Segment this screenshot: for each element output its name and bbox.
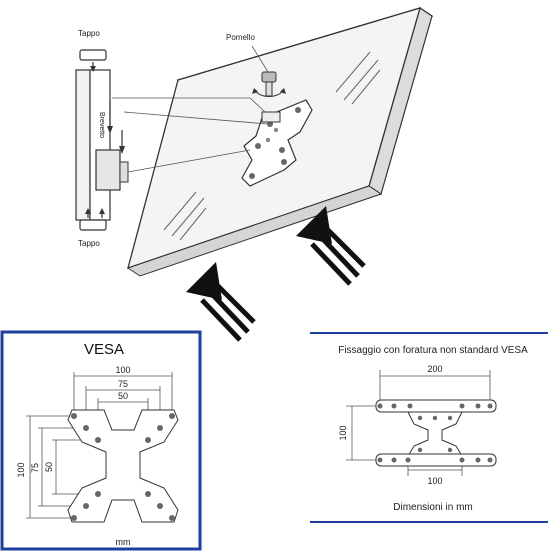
vesa-dim-100-h: 100	[115, 365, 130, 375]
knob	[251, 45, 286, 97]
cap-top-label: Tappo	[78, 29, 100, 38]
nonstandard-panel: Fissaggio con foratura non standard VESA…	[310, 332, 548, 523]
vesa-dim-50-v: 50	[44, 462, 54, 472]
nonstandard-dim-100-v: 100	[338, 425, 348, 440]
vesa-dim-100-v: 100	[16, 462, 26, 477]
nonstandard-dim-100-h: 100	[427, 476, 442, 486]
nonstandard-footer: Dimensioni in mm	[393, 502, 472, 513]
projection-lines	[112, 97, 269, 173]
wall-column	[75, 49, 129, 231]
nonstandard-dim-200: 200	[427, 364, 442, 374]
vesa-title: VESA	[84, 341, 124, 358]
insert-arrow-right	[296, 206, 366, 286]
nonstandard-title: Fissaggio con foratura non standard VESA	[338, 345, 528, 356]
cap-bottom-label: Tappo	[78, 239, 100, 248]
vesa-unit: mm	[116, 537, 131, 547]
insert-arrow-left	[186, 262, 256, 342]
knob-label: Pomello	[226, 33, 255, 42]
vesa-dim-75-h: 75	[118, 379, 128, 389]
tilt-bracket	[241, 99, 313, 187]
vesa-panel: VESA 100 75 50 100 75 50	[0, 330, 202, 551]
vesa-dim-50-h: 50	[118, 391, 128, 401]
brand-text: Brevetto	[98, 112, 105, 138]
vesa-dim-75-v: 75	[30, 463, 40, 473]
